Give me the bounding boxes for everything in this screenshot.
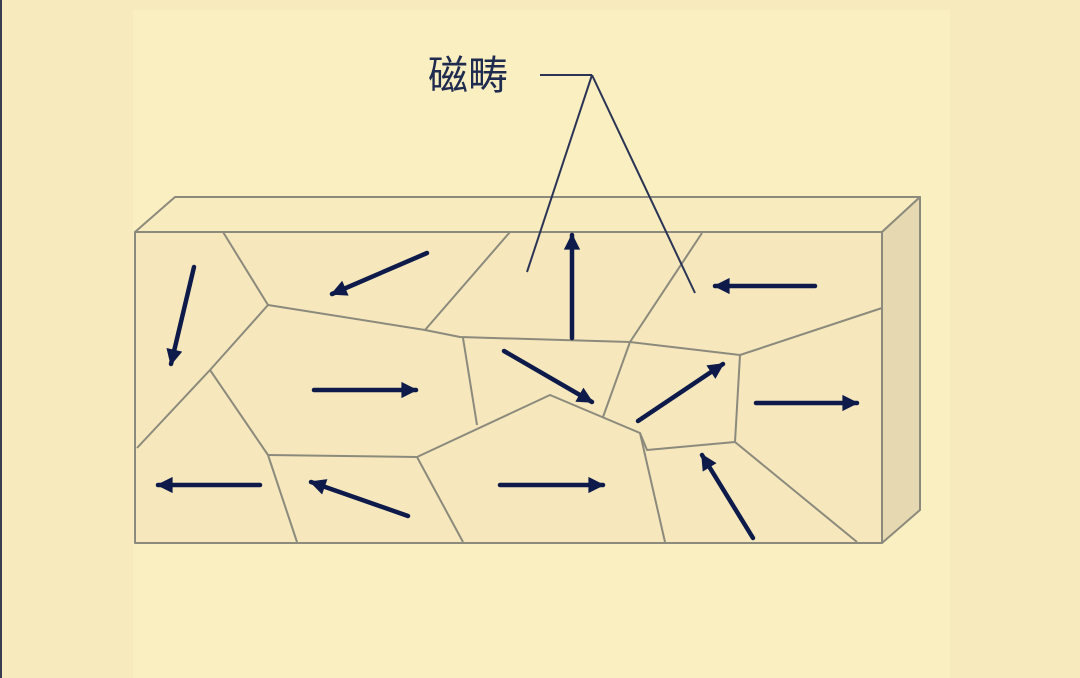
arrow-up-left-bottom xyxy=(308,479,411,519)
arrow-down xyxy=(166,264,197,367)
arrow-up-left-right xyxy=(699,452,756,541)
magnetization-arrows xyxy=(155,232,860,541)
arrow-down-right xyxy=(501,348,595,405)
leader-lines xyxy=(526,74,696,294)
arrow-up-right xyxy=(635,361,726,424)
block-front-face xyxy=(134,231,883,544)
domain-boundaries xyxy=(136,231,883,543)
block-side-face xyxy=(881,196,921,544)
left-border xyxy=(0,0,2,678)
domain-label: 磁畴 xyxy=(428,53,508,99)
block xyxy=(134,196,921,544)
block-top-face xyxy=(134,196,921,233)
arrow-down-left xyxy=(329,250,430,297)
